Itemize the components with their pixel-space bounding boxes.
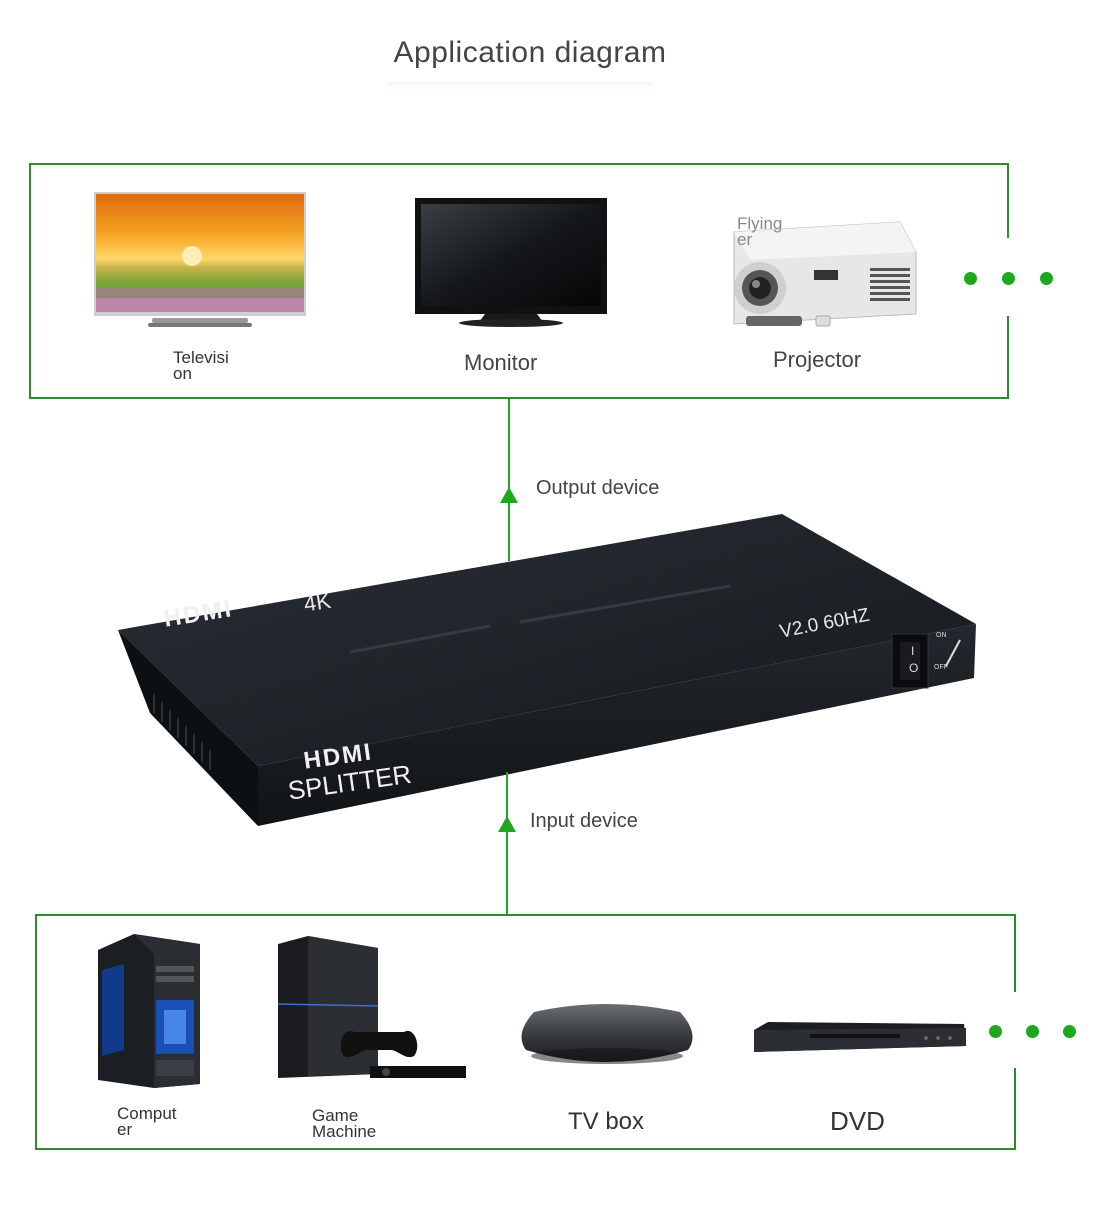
computer-label-line2: er (117, 1120, 133, 1139)
computer-tower-icon (98, 934, 200, 1088)
monitor-label: Monitor (464, 350, 538, 375)
title-underline-shadow (388, 82, 652, 90)
tv-box-icon (521, 1004, 693, 1064)
diagram-title: Application diagram (393, 36, 667, 69)
projector-overlay-label: Flying er (737, 214, 783, 249)
more-output-dot-3 (1040, 272, 1053, 285)
projector-label: Projector (773, 347, 862, 372)
splitter-switch-on-symbol: I (911, 644, 915, 658)
television-icon (94, 192, 306, 327)
game-machine-label: Game Machine (312, 1106, 377, 1141)
dvd-label: DVD (830, 1106, 885, 1136)
computer-label: Comput er (117, 1104, 177, 1139)
hdmi-splitter-device (118, 514, 976, 826)
input-arrow-icon (498, 816, 516, 832)
game-machine-label-line1: Game (312, 1106, 359, 1125)
more-input-dot-3 (1063, 1025, 1076, 1038)
splitter-switch-on-label: ON (936, 632, 947, 639)
output-device-label: Output device (536, 477, 660, 499)
input-device-label: Input device (530, 810, 638, 832)
splitter-top-resolution: 4K (302, 587, 333, 617)
input-box-gap (1012, 992, 1020, 1068)
output-connector-line (508, 399, 510, 561)
television-label: Televisi on (173, 348, 229, 383)
television-label-line1: Televisi (173, 348, 229, 367)
dvd-player-icon (754, 1022, 966, 1052)
game-machine-label-line2: Machine (312, 1122, 377, 1141)
splitter-switch-off-symbol: O (909, 661, 919, 675)
output-arrow-icon (500, 487, 518, 503)
monitor-icon (415, 198, 607, 327)
splitter-switch-off-label: OFF (934, 664, 948, 671)
game-console-icon (277, 936, 466, 1078)
projector-overlay-line2: er (737, 230, 753, 249)
tv-box-label: TV box (568, 1108, 645, 1135)
input-connector-line (506, 772, 508, 916)
more-input-dot-2 (1026, 1025, 1039, 1038)
projector-overlay-line1: Flying (737, 214, 783, 233)
more-input-dot-1 (989, 1025, 1002, 1038)
more-output-dot-1 (964, 272, 977, 285)
computer-label-line1: Comput (117, 1104, 177, 1123)
more-output-dot-2 (1002, 272, 1015, 285)
projector-icon (733, 221, 917, 327)
television-label-line2: on (173, 364, 192, 383)
